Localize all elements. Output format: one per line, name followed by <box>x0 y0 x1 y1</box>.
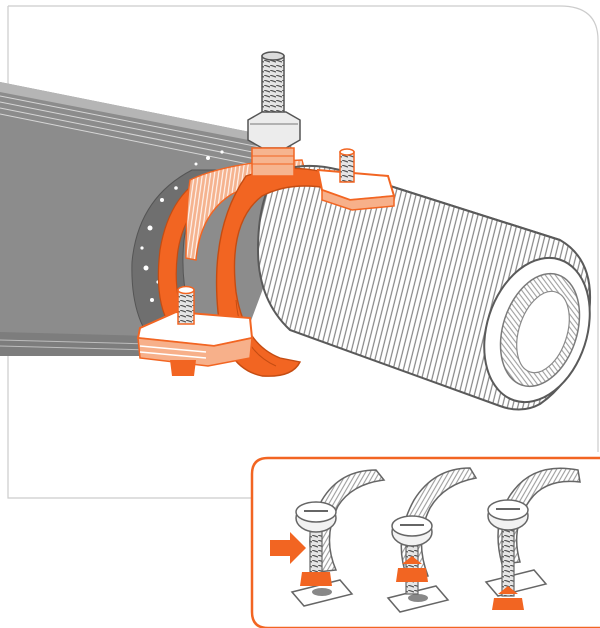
rod-socket <box>251 147 295 177</box>
ribbed-hose <box>256 164 592 411</box>
clamp-bolt-left <box>177 289 195 325</box>
main-illustration <box>0 51 592 411</box>
installation-steps-inset <box>250 456 600 628</box>
insert-arrow-icon <box>270 532 306 564</box>
clamp-ear-right <box>316 148 396 211</box>
clamp-bolt-right <box>339 151 355 183</box>
hex-nut <box>247 111 301 149</box>
step-2 <box>386 467 478 613</box>
spring-washer <box>300 572 332 586</box>
clamp-ear-left <box>136 285 254 376</box>
tighten-icon <box>396 556 428 582</box>
step-1 <box>270 469 386 607</box>
threaded-rod-assembly <box>247 51 301 177</box>
locked-icon <box>492 586 524 610</box>
step-3 <box>484 467 581 610</box>
clamp-band-left <box>185 159 307 261</box>
